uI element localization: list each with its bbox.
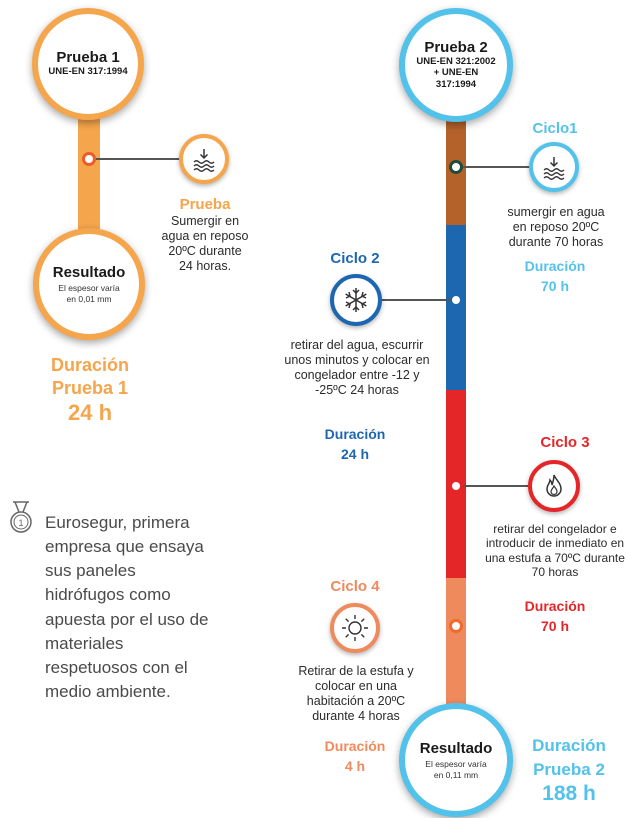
test2-result-title: Resultado [419,739,493,757]
medal-icon: 1 [6,500,36,536]
test1-circle: Prueba 1 UNE-EN 317:1994 [32,8,144,120]
cycle3-duration-label: Duración [524,598,586,614]
sun-icon [342,615,368,641]
cycle2-duration-label: Duración [324,426,386,442]
cycle3-icon-circle [528,460,580,512]
cycle4-icon-circle [330,603,380,653]
cycle4-text: Retirar de la estufa y colocar en una ha… [298,664,414,723]
cycle2-icon-circle [330,274,382,326]
test1-result-text: El espesor varía en 0,01 mm [58,282,120,304]
cycle1-node [449,160,463,174]
test1-duration-label: Duración [50,355,129,375]
cycle1-text: sumergir en agua en reposo 20ºC durante … [507,205,605,249]
cycle1-duration-label: Duración [524,258,586,274]
note-text: Eurosegur, primera empresa que ensaya su… [45,513,209,701]
test1-result-title: Resultado [52,263,126,281]
timeline-segment-blue [446,225,466,390]
test1-duration-value: 24 h [67,400,113,425]
test1-step-label: Prueba [179,196,231,213]
water-icon [543,157,565,180]
cycle3-node [449,479,463,493]
test2-title: Prueba 2 [424,39,488,57]
left-timeline-bar [78,100,100,250]
cycle2-connector [381,299,451,301]
cycle4-duration-label: Duración [324,738,386,754]
cycle2-text: retirar del agua, escurrir unos minutos … [284,338,430,397]
test2-duration-sub: Prueba 2 [533,760,605,779]
test2-norm: UNE-EN 321:2002 + UNE-EN 317:1994 [416,55,496,90]
water-icon [193,149,215,172]
test2-duration-label: Duración [532,736,606,755]
test1-result-circle: Resultado El espesor varía en 0,01 mm [33,228,145,340]
flame-icon [546,474,562,497]
cycle1-label: Ciclo1 [532,120,578,137]
cycle1-connector [463,166,531,168]
test1-duration-sub: Prueba 1 [51,378,129,398]
cycle1-duration-value: 70 h [540,278,569,294]
test1-node [82,152,96,166]
test1-step-icon-circle [179,134,229,184]
cycle2-node [449,293,463,307]
test2-result-text: El espesor varía en 0,11 mm [425,758,487,780]
cycle4-duration-value: 4 h [344,758,366,774]
test2-duration-value: 188 h [542,782,596,805]
cycle3-duration-value: 70 h [540,618,569,634]
snowflake-icon [345,288,367,312]
timeline-segment-salmon [446,578,466,738]
cycle3-label: Ciclo 3 [540,434,590,451]
test1-title: Prueba 1 [56,49,120,67]
cycle2-label: Ciclo 2 [330,250,380,267]
svg-text:1: 1 [18,518,23,528]
cycle1-icon-circle [529,142,579,192]
cycle3-connector [463,485,531,487]
cycle4-label: Ciclo 4 [330,578,380,595]
cycle2-duration-value: 24 h [340,446,369,462]
test1-connector [96,158,182,160]
cycle4-node [449,619,463,633]
test1-step-text: Sumergir en agua en reposo 20ºC durante … [161,214,249,273]
test1-norm: UNE-EN 317:1994 [48,66,128,78]
test2-result-circle: Resultado El espesor varía en 0,11 mm [399,703,513,817]
cycle3-text: retirar del congelador e introducir de i… [485,522,625,580]
test2-circle: Prueba 2 UNE-EN 321:2002 + UNE-EN 317:19… [399,8,513,122]
